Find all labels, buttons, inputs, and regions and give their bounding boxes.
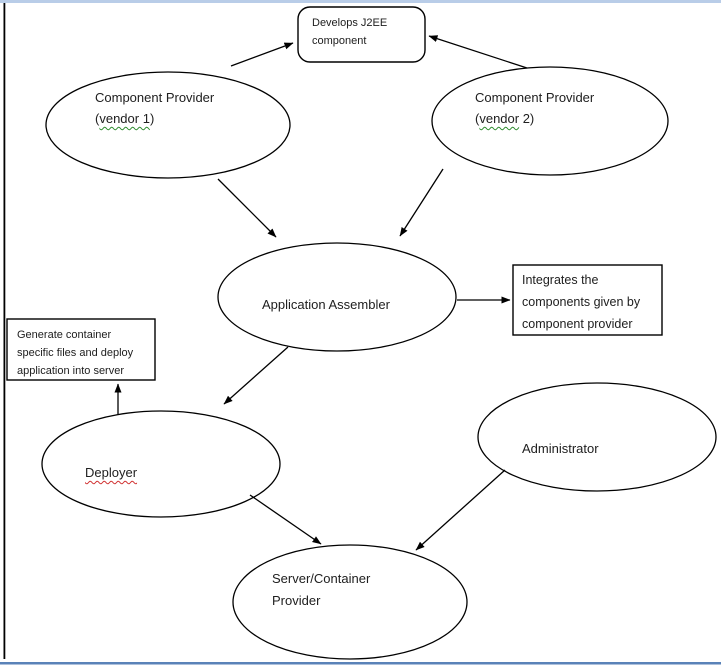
server-provider-ellipse[interactable] [232, 544, 468, 660]
develops-box-line1: Develops J2EE [312, 17, 388, 29]
server-provider-label: Server/Container Provider [272, 568, 370, 612]
arrow-deployer-to-server[interactable] [249, 494, 322, 545]
vendor2-ellipse[interactable] [431, 66, 669, 176]
generate-line1: Generate container [17, 329, 112, 341]
integrates-box-label: Integrates the components given by compo… [522, 269, 640, 335]
vendor1-line2: (vendor 1) [95, 111, 155, 126]
integrates-line3: component provider [522, 317, 633, 331]
vendor1-label: Component Provider (vendor 1) [95, 87, 214, 129]
vendor2-line2: (vendor 2) [475, 111, 535, 126]
administrator-ellipse[interactable] [477, 382, 717, 492]
administrator-label: Administrator [522, 438, 599, 459]
generate-line2: specific files and deploy [17, 347, 134, 359]
generate-line3: application into server [17, 365, 125, 377]
assembler-line1: Application Assembler [262, 297, 390, 312]
server-provider-line2: Provider [272, 593, 321, 608]
server-provider-line1: Server/Container [272, 571, 371, 586]
vendor1-line1: Component Provider [95, 90, 215, 105]
integrates-box-shape[interactable] [512, 264, 663, 336]
vendor2-misspelled-word: vendor [479, 111, 520, 126]
arrow-assembler-to-deployer[interactable] [223, 346, 289, 405]
left-canvas-edge [3, 3, 6, 659]
arrow-vendor2-to-assembler[interactable] [399, 168, 444, 237]
develops-box-line2: component [312, 35, 367, 47]
vendor2-label: Component Provider (vendor 2) [475, 87, 594, 129]
administrator-line1: Administrator [522, 441, 599, 456]
develops-box-label: Develops J2EE component [312, 14, 387, 50]
integrates-line2: components given by [522, 295, 641, 309]
vendor1-misspelled-word: vendor 1 [99, 111, 150, 126]
deployer-ellipse[interactable] [41, 410, 281, 518]
bottom-border-line [0, 662, 721, 665]
deployer-misspelled-word: Deployer [85, 465, 138, 480]
vendor1-ellipse[interactable] [45, 71, 291, 179]
integrates-line1: Integrates the [522, 273, 599, 287]
generate-box-shape[interactable] [6, 318, 156, 381]
generate-box-label: Generate container specific files and de… [17, 326, 133, 380]
arrow-vendor1-to-develops[interactable] [230, 42, 294, 67]
vendor2-line1: Component Provider [475, 90, 595, 105]
arrow-administrator-to-server[interactable] [415, 469, 506, 551]
deployer-label: Deployer [85, 462, 137, 483]
assembler-label: Application Assembler [262, 294, 390, 315]
arrow-vendor2-to-develops[interactable] [428, 35, 528, 69]
assembler-ellipse[interactable] [217, 242, 457, 352]
develops-box-shape[interactable] [297, 6, 426, 63]
arrow-vendor1-to-assembler[interactable] [217, 178, 277, 238]
top-border-line [0, 0, 721, 3]
